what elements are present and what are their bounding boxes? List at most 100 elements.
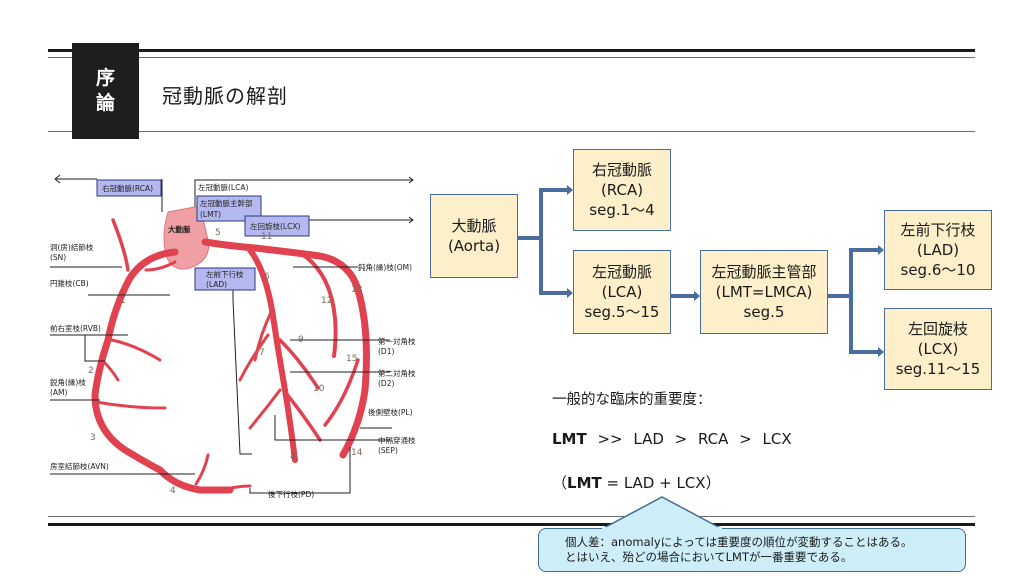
segment-10: 10 <box>313 384 325 394</box>
label-box-lmt: 左冠動脈主幹部 (LMT) <box>196 195 262 222</box>
page-title: 冠動脈の解剖 <box>162 84 288 108</box>
svg-text:右冠動脈(RCA): 右冠動脈(RCA) <box>102 183 153 193</box>
rvb-branch-1 <box>110 338 162 362</box>
d2-branch <box>283 390 322 442</box>
label-am-1: 鋭角(縁)枝 <box>50 377 86 387</box>
importance-title: 一般的な臨床的重要度： <box>552 392 712 408</box>
connector-aorta-rca <box>539 188 568 290</box>
lmt-segments: seg.5 <box>743 303 785 321</box>
lca-abbr: (LCA) <box>601 283 643 301</box>
leader-lines <box>50 266 392 494</box>
title-underline <box>48 131 975 132</box>
segment-13: 13 <box>351 285 362 295</box>
segment-11: 11 <box>261 232 272 242</box>
section-tab: 序 論 <box>72 43 139 139</box>
segment-3: 3 <box>90 433 96 443</box>
lad-artery <box>247 247 298 463</box>
sep-branch-2 <box>248 388 282 430</box>
segment-1: 1 <box>120 296 126 306</box>
lad-abbr: (LAD) <box>916 241 960 259</box>
callout-line-1: 個人差：anomalyによっては重要度の順位が変動することはある。 <box>565 535 913 549</box>
sn-branch <box>111 218 130 272</box>
label-sep-2: (SEP) <box>378 446 398 455</box>
lca-name: 左冠動脈 <box>591 263 652 281</box>
d1-branch <box>278 338 320 390</box>
svg-text:(LMT): (LMT) <box>200 210 221 219</box>
diag-branch-left <box>238 333 270 382</box>
rca-extent-arrow <box>54 174 163 212</box>
svg-text:左前下行枝: 左前下行枝 <box>206 269 244 279</box>
segment-14: 14 <box>351 448 363 458</box>
label-sn-2: (SN) <box>50 253 66 262</box>
flow-box-rca: 右冠動脈 (RCA) seg.1～4 <box>573 149 671 231</box>
connector-lmt-lcx <box>849 250 879 354</box>
lca-segments: seg.5～15 <box>584 303 660 321</box>
ranking-lmt: LMT <box>552 430 587 448</box>
label-pl: 後側壁枝(PL) <box>368 407 413 417</box>
equation-open: （ <box>552 474 568 492</box>
section-tab-char-2: 論 <box>95 92 115 114</box>
label-rvb: 前右室枝(RVB) <box>50 323 101 333</box>
am-branch <box>94 400 167 410</box>
label-lca: 左冠動脈(LCA) <box>198 182 248 192</box>
label-sep-1: 中隔穿通枝 <box>378 435 416 445</box>
flow-box-lmt: 左冠動脈主管部 (LMT=LMCA) seg.5 <box>700 250 828 334</box>
rca-artery <box>91 248 234 494</box>
label-am-2: (AM) <box>50 388 68 397</box>
section-tab-char-1: 序 <box>95 67 115 89</box>
svg-text:左回旋枝(LCX): 左回旋枝(LCX) <box>250 221 300 231</box>
importance-equation: （LMT = LAD + LCX） <box>552 472 721 493</box>
pl-branch <box>323 358 360 427</box>
label-d2-2: (D2) <box>378 379 394 388</box>
svg-text:左冠動脈主幹部: 左冠動脈主幹部 <box>200 198 253 208</box>
rvb-branch-2 <box>102 360 120 382</box>
label-d2-1: 第二対角枝 <box>378 368 416 378</box>
ranking-rest: >> LAD > RCA > LCX <box>586 430 792 448</box>
label-sn-1: 洞(房)結節枝 <box>50 242 94 252</box>
label-om: 鈍角(縁)枝(OM) <box>358 262 412 272</box>
lad-segments: seg.6～10 <box>900 261 976 279</box>
header-rule-thin <box>48 57 975 58</box>
footer-rule-thick <box>48 523 975 526</box>
flow-box-aorta: 大動脈 (Aorta) <box>430 194 518 278</box>
avn-branch <box>194 453 210 486</box>
segment-7: 7 <box>259 348 265 358</box>
callout-pointer <box>600 496 725 531</box>
segment-4: 4 <box>170 486 176 496</box>
footer-rule-thin <box>48 516 975 517</box>
segment-12: 12 <box>321 296 332 306</box>
aorta-name: 大動脈 <box>451 217 497 235</box>
segment-8: 8 <box>290 452 296 462</box>
lcx-name: 左回旋枝 <box>907 320 968 338</box>
lcx-segments: seg.11～15 <box>895 360 981 378</box>
lmt-name: 左冠動脈主管部 <box>711 263 817 281</box>
rca-abbr: (RCA) <box>600 181 644 199</box>
lmt-abbr: (LMT=LMCA) <box>715 283 813 301</box>
header-rule-thick <box>48 49 975 52</box>
callout-line-2: とはいえ、殆どの場合においてLMTが一番重要である。 <box>565 550 853 564</box>
label-avn: 房室結節枝(AVN) <box>50 461 109 471</box>
label-box-rca: 右冠動脈(RCA) <box>96 179 162 197</box>
om-branch <box>300 252 338 358</box>
equation-rest: = LAD + LCX） <box>601 474 721 492</box>
aorta-abbr: (Aorta) <box>447 237 501 255</box>
cb-branch <box>144 260 177 272</box>
pd-branch <box>218 484 252 493</box>
callout-pointer-join <box>602 527 722 530</box>
segment-2: 2 <box>88 366 94 376</box>
label-cb: 円錐枝(CB) <box>50 278 89 288</box>
flow-box-lca: 左冠動脈 (LCA) seg.5～15 <box>573 250 671 334</box>
flow-box-lad: 左前下行枝 (LAD) seg.6～10 <box>884 210 992 290</box>
label-d1-1: 第一対角枝 <box>378 336 416 346</box>
segment-6: 6 <box>264 272 270 282</box>
label-d1-2: (D1) <box>378 347 394 356</box>
segment-9: 9 <box>298 335 304 345</box>
importance-ranking: LMT >> LAD > RCA > LCX <box>552 430 792 448</box>
lmt-artery <box>201 238 370 459</box>
label-box-lcx: 左回旋枝(LCX) <box>244 215 310 237</box>
segment-5: 5 <box>215 228 221 238</box>
sep-branch-1 <box>253 308 274 362</box>
label-pd: 後下行枝(PD) <box>268 489 314 499</box>
label-box-lad: 左前下行枝 (LAD) <box>194 267 256 291</box>
flow-box-lcx: 左回旋枝 (LCX) seg.11～15 <box>884 308 992 390</box>
